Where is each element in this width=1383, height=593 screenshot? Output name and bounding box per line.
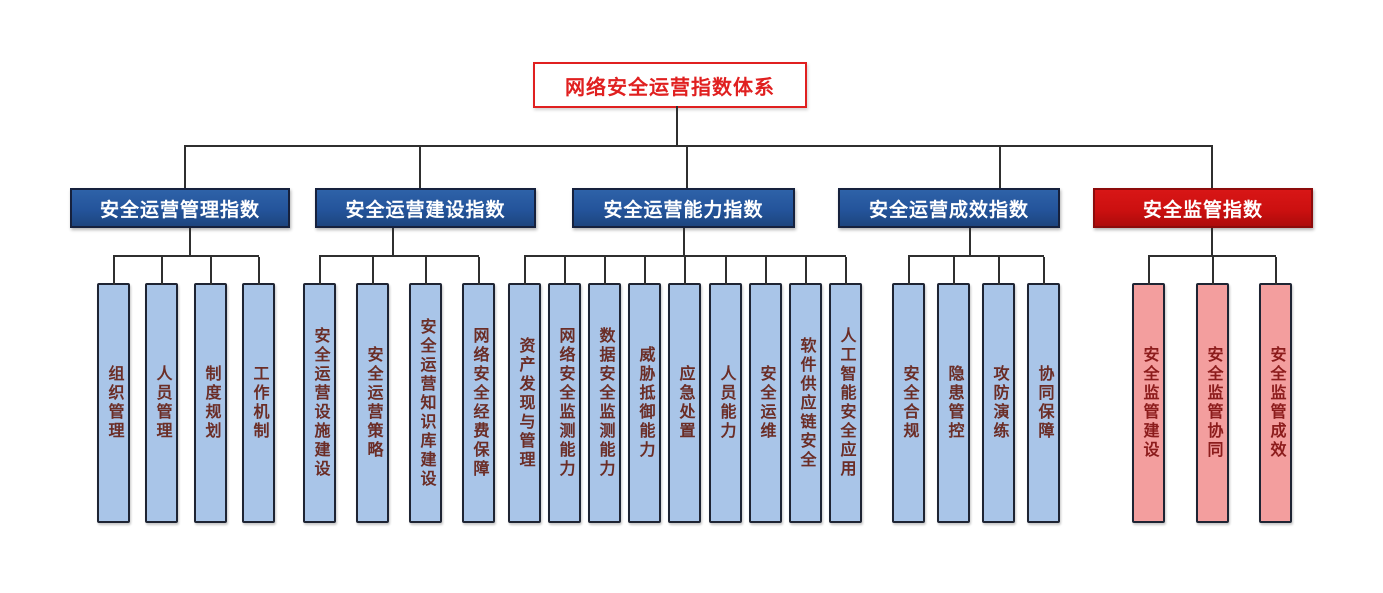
leaf-node: 安全监管协同	[1196, 257, 1229, 523]
leaf-node-label: 安全监管建设	[1140, 346, 1158, 460]
leaf-node: 威胁抵御能力	[628, 257, 661, 523]
connector-line	[999, 145, 1001, 188]
leaf-node: 安全运营策略	[356, 257, 389, 523]
connector-line	[686, 145, 688, 188]
leaf-node: 隐患管控	[937, 257, 970, 523]
leaf-node-label: 网络安全经费保障	[470, 327, 488, 479]
leaf-node: 应急处置	[668, 257, 701, 523]
leaf-node: 人员能力	[709, 257, 742, 523]
leaf-node: 安全合规	[892, 257, 925, 523]
connector-line	[676, 106, 678, 145]
leaf-node: 组织管理	[97, 257, 130, 523]
leaf-node: 安全运营知识库建设	[409, 257, 442, 523]
leaf-node: 网络安全经费保障	[462, 257, 495, 523]
root-node: 网络安全运营指数体系	[533, 62, 807, 108]
leaf-node-label: 制度规划	[202, 365, 220, 441]
leaf-node: 数据安全监测能力	[588, 257, 621, 523]
leaf-node-label: 软件供应链安全	[797, 336, 815, 470]
leaf-node-label: 隐患管控	[945, 365, 963, 441]
leaf-node-label: 安全监管成效	[1267, 346, 1285, 460]
leaf-node-label: 协同保障	[1035, 365, 1053, 441]
connector-line	[524, 255, 846, 257]
connector-line	[683, 228, 685, 255]
leaf-node-label: 人工智能安全应用	[837, 327, 855, 479]
group-node-2: 安全运营建设指数	[315, 188, 536, 228]
connector-line	[1211, 228, 1213, 255]
leaf-node: 安全监管成效	[1259, 257, 1292, 523]
group-node-4: 安全运营成效指数	[838, 188, 1060, 228]
group-node-3: 安全运营能力指数	[572, 188, 795, 228]
leaf-node: 安全运营设施建设	[303, 257, 336, 523]
connector-line	[319, 255, 479, 257]
leaf-node-label: 安全运营设施建设	[311, 327, 329, 479]
leaf-node-label: 资产发现与管理	[516, 336, 534, 470]
leaf-node: 网络安全监测能力	[548, 257, 581, 523]
leaf-node-label: 人员能力	[717, 365, 735, 441]
leaf-node: 安全监管建设	[1132, 257, 1165, 523]
leaf-node-label: 安全运营策略	[364, 346, 382, 460]
connector-line	[419, 145, 421, 188]
leaf-node-label: 组织管理	[105, 365, 123, 441]
leaf-node: 攻防演练	[982, 257, 1015, 523]
connector-line	[184, 145, 1213, 147]
leaf-node: 资产发现与管理	[508, 257, 541, 523]
leaf-node: 协同保障	[1027, 257, 1060, 523]
connector-line	[113, 255, 259, 257]
leaf-node-label: 工作机制	[250, 365, 268, 441]
leaf-node-label: 安全运维	[757, 365, 775, 441]
leaf-node: 软件供应链安全	[789, 257, 822, 523]
connector-line	[1211, 145, 1213, 188]
connector-line	[908, 255, 1044, 257]
leaf-node-label: 网络安全监测能力	[556, 327, 574, 479]
leaf-node: 人员管理	[145, 257, 178, 523]
leaf-node-label: 安全运营知识库建设	[417, 317, 435, 489]
leaf-node: 人工智能安全应用	[829, 257, 862, 523]
leaf-node-label: 人员管理	[153, 365, 171, 441]
connector-line	[1148, 255, 1276, 257]
connector-line	[392, 228, 394, 255]
leaf-node: 工作机制	[242, 257, 275, 523]
leaf-node-label: 安全监管协同	[1204, 346, 1222, 460]
leaf-node-label: 安全合规	[900, 365, 918, 441]
group-node-1: 安全运营管理指数	[70, 188, 290, 228]
connector-line	[184, 145, 186, 188]
leaf-node: 制度规划	[194, 257, 227, 523]
connector-line	[189, 228, 191, 255]
group-node-5: 安全监管指数	[1093, 188, 1313, 228]
leaf-node-label: 威胁抵御能力	[636, 346, 654, 460]
leaf-node: 安全运维	[749, 257, 782, 523]
connector-line	[969, 228, 971, 255]
leaf-node-label: 攻防演练	[990, 365, 1008, 441]
leaf-node-label: 数据安全监测能力	[596, 327, 614, 479]
leaf-node-label: 应急处置	[676, 365, 694, 441]
